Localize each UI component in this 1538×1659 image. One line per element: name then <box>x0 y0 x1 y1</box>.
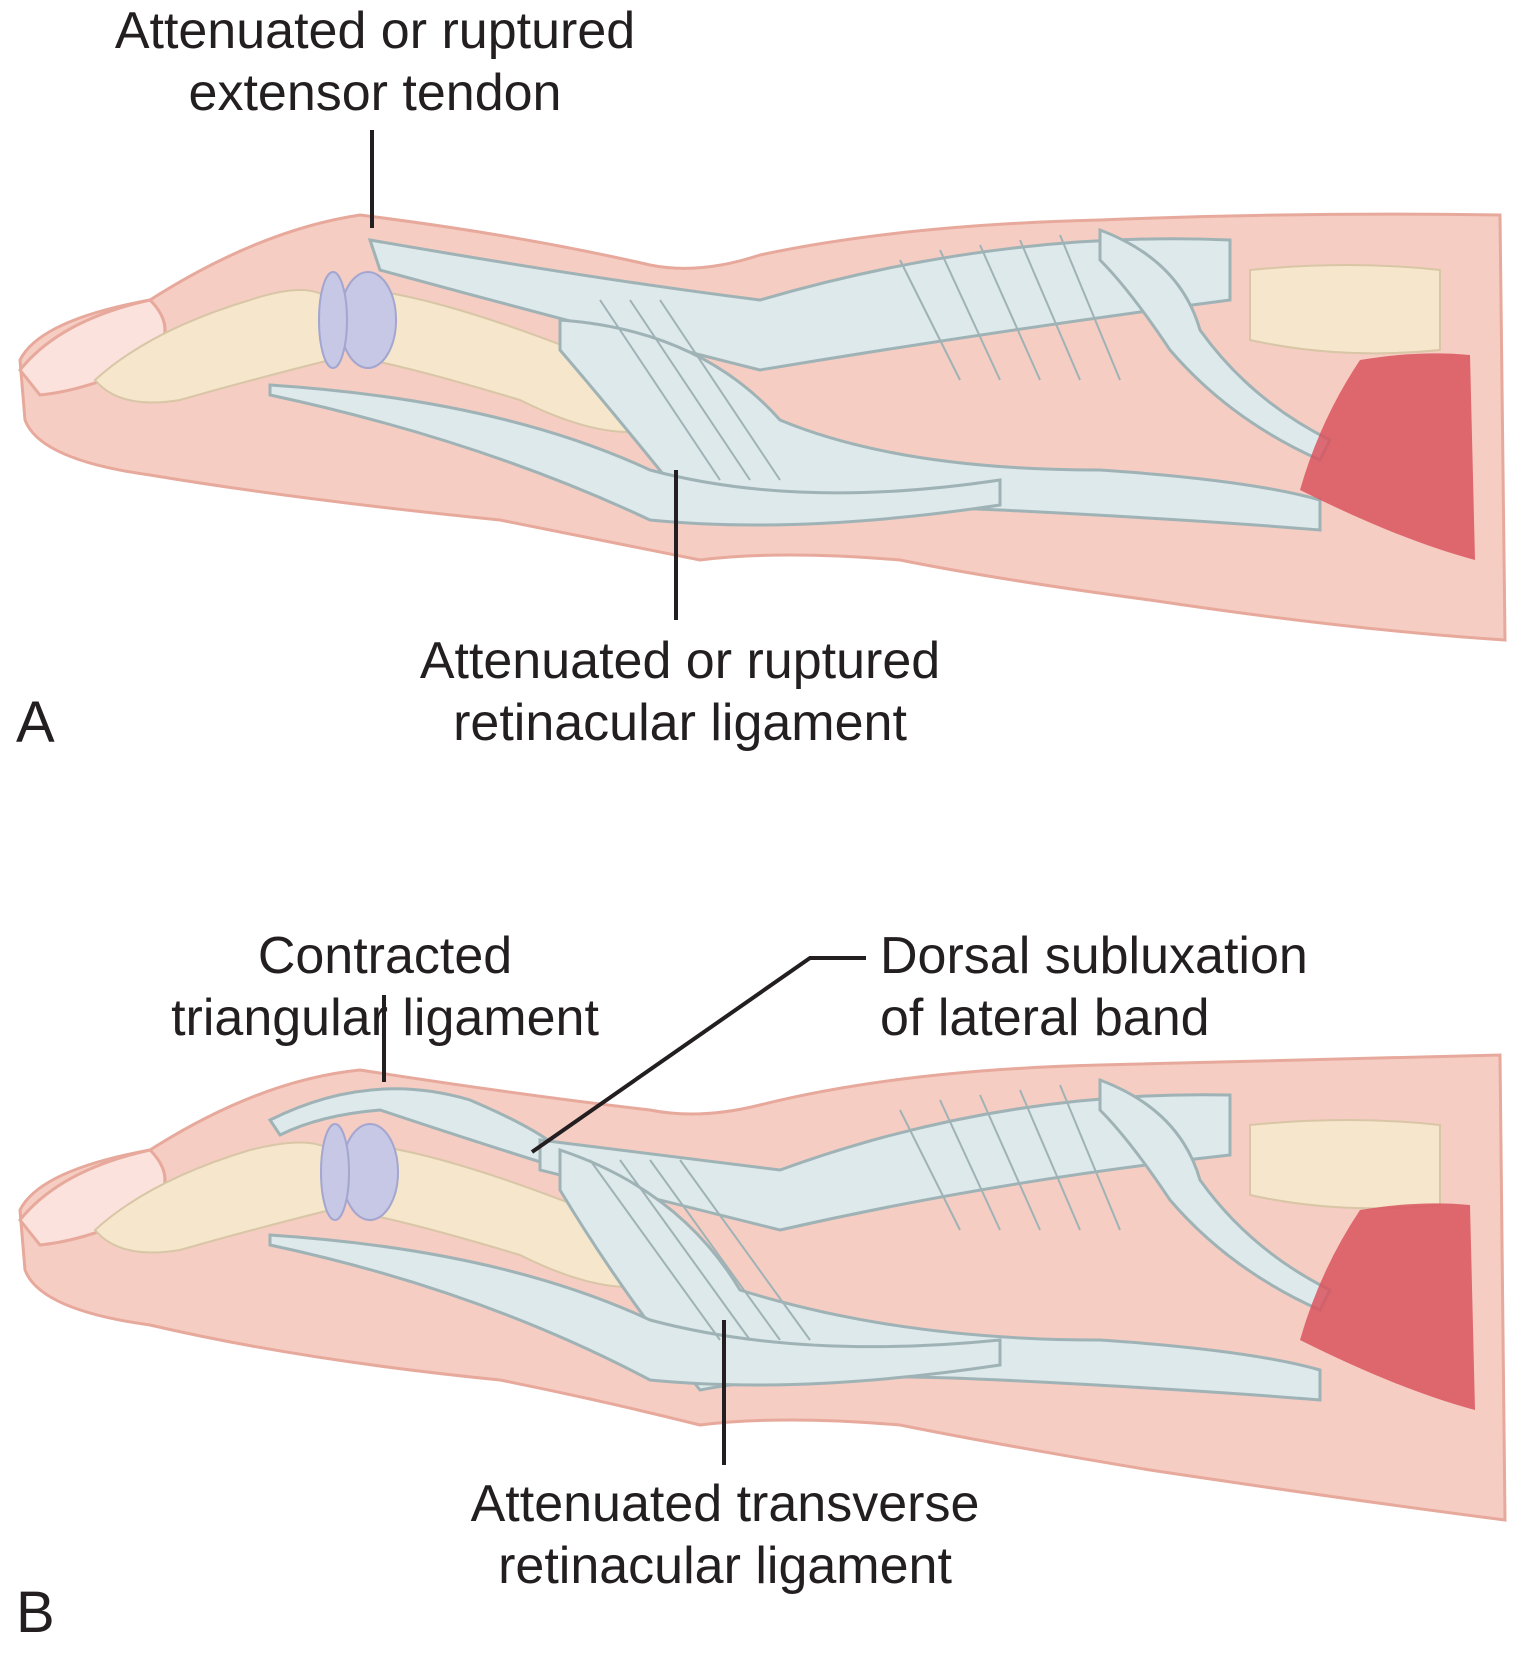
label-attenuated-transverse-retinacular-ligament: Attenuated transverse retinacular ligame… <box>470 1475 980 1595</box>
label-attenuated-extensor-tendon: Attenuated or ruptured extensor tendon <box>114 2 636 122</box>
leader-line-dorsal-subluxation <box>530 956 866 1154</box>
panel-letter-b: B <box>16 1580 55 1645</box>
interosseous-muscle <box>1300 353 1475 560</box>
oblique-retinacular-ligament <box>268 1233 1002 1387</box>
panel-a: Attenuated or ruptured extensor tendon A… <box>0 0 1538 800</box>
label-dorsal-subluxation-lateral-band: Dorsal subluxation of lateral band <box>880 927 1308 1047</box>
retinacular-ligament <box>268 383 1002 527</box>
lateral-band <box>538 1093 1232 1232</box>
proximal-phalanx <box>1249 264 1441 355</box>
fingernail <box>18 1148 167 1247</box>
label-contracted-triangular-ligament: Contracted triangular ligament <box>171 927 599 1047</box>
panel-letter-a: A <box>16 690 55 755</box>
interosseous-muscle <box>1300 1203 1475 1410</box>
dip-joint-cartilage <box>341 1123 399 1221</box>
tendon-fiber-lines <box>589 1084 1121 1341</box>
finger-illustration-b <box>18 956 1507 1522</box>
dip-joint-cartilage-distal <box>318 271 348 369</box>
label-attenuated-retinacular-ligament: Attenuated or ruptured retinacular ligam… <box>419 632 941 752</box>
fingernail <box>18 298 167 397</box>
transverse-retinacular-ligament <box>558 1147 1322 1402</box>
dip-joint-cartilage <box>339 271 397 369</box>
tendon-fiber-lines <box>599 234 1121 481</box>
proximal-phalanx <box>1249 1119 1441 1210</box>
finger-illustration-a <box>18 130 1507 642</box>
dip-joint-cartilage-distal <box>320 1123 350 1221</box>
panel-b: Contracted triangular ligament Dorsal su… <box>0 870 1538 1659</box>
